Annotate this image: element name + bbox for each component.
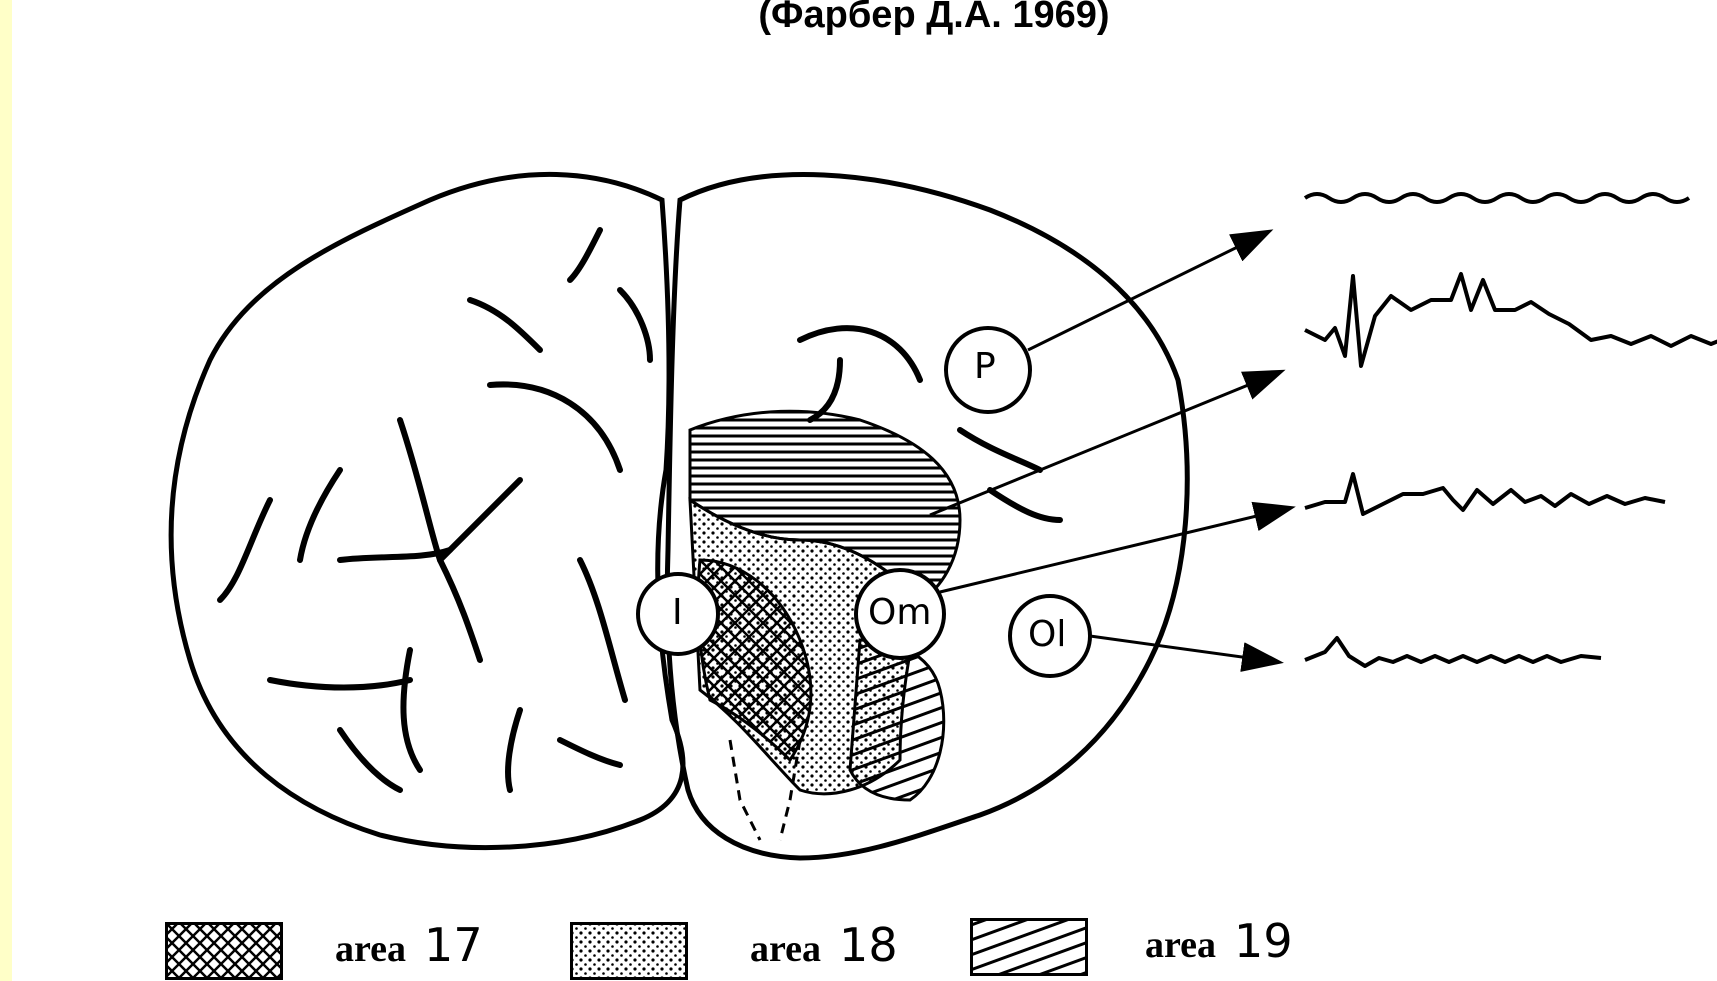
legend-swatch-17	[165, 922, 283, 980]
area-19-lower-region	[850, 640, 944, 800]
legend-label-17: area 17	[335, 918, 483, 972]
eeg-traces	[1305, 194, 1717, 666]
legend-word-19: area	[1145, 924, 1216, 966]
left-sulci	[220, 230, 650, 790]
site-label-om: Om	[868, 592, 931, 633]
trace-1	[1305, 194, 1689, 202]
site-label-p: P	[974, 346, 996, 387]
site-label-i: I	[672, 592, 683, 633]
legend-label-19: area 19	[1145, 914, 1293, 968]
legend-swatch-18	[570, 922, 688, 980]
trace-3	[1305, 474, 1665, 514]
legend-word-17: area	[335, 928, 406, 970]
site-label-ol: Ol	[1028, 614, 1066, 655]
legend-swatch-19	[970, 918, 1088, 976]
legend-label-18: area 18	[750, 918, 898, 972]
trace-4	[1305, 638, 1601, 666]
legend-word-18: area	[750, 928, 821, 970]
legend-number-17: 17	[424, 918, 483, 972]
trace-2	[1305, 274, 1717, 366]
legend-number-18: 18	[839, 918, 898, 972]
legend-number-19: 19	[1234, 914, 1293, 968]
